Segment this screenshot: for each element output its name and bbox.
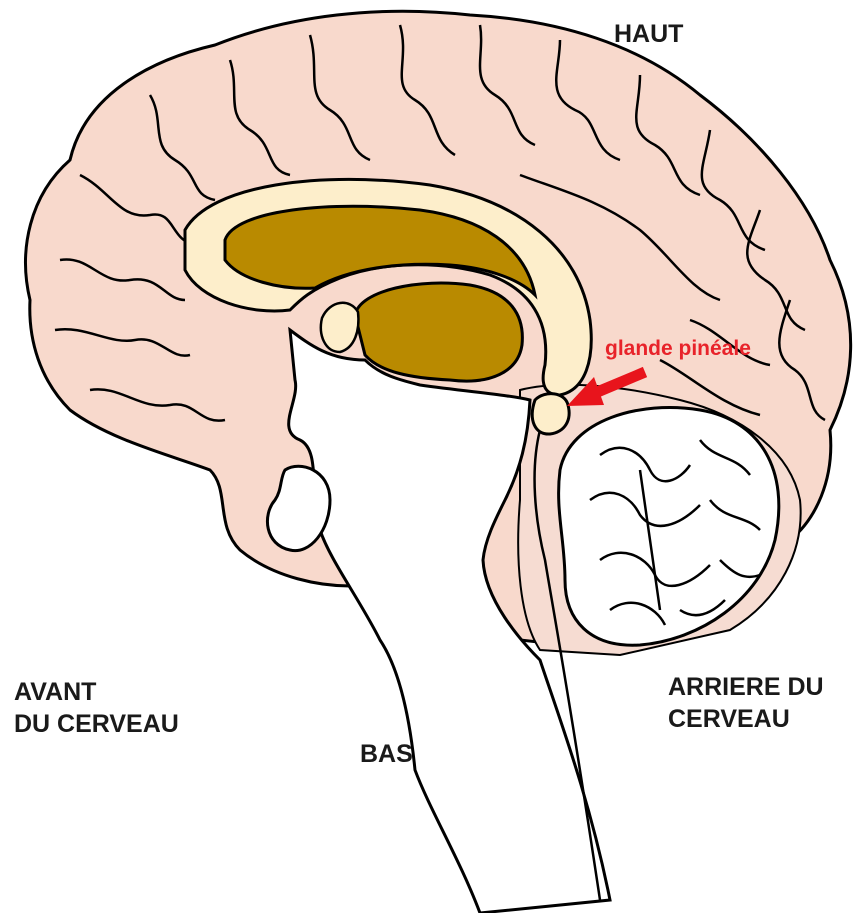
- thalamus: [353, 281, 524, 383]
- pituitary-pocket: [266, 464, 332, 553]
- fornix: [319, 301, 360, 354]
- label-front-line1: AVANT: [14, 678, 97, 706]
- label-back-of-brain: ARRIERE DU CERVEAU: [668, 671, 824, 735]
- label-back-line2: CERVEAU: [668, 705, 790, 733]
- label-back-line1: ARRIERE DU: [668, 673, 824, 701]
- label-top: HAUT: [614, 18, 683, 50]
- label-bottom-text: BAS: [360, 740, 413, 768]
- label-pineal-gland: glande pinéale: [605, 336, 751, 362]
- label-front-of-brain: AVANT DU CERVEAU: [14, 676, 179, 740]
- label-front-line2: DU CERVEAU: [14, 710, 179, 738]
- cortex-folds: [54, 24, 826, 422]
- label-bottom: BAS: [360, 738, 413, 770]
- red-arrow-icon: [567, 366, 648, 406]
- pineal-gland: [530, 392, 571, 436]
- lateral-ventricle: [223, 204, 538, 300]
- label-pineal-text: glande pinéale: [605, 337, 751, 360]
- medulla-line: [533, 429, 602, 901]
- cerebellum: [557, 406, 781, 647]
- label-top-text: HAUT: [614, 20, 684, 48]
